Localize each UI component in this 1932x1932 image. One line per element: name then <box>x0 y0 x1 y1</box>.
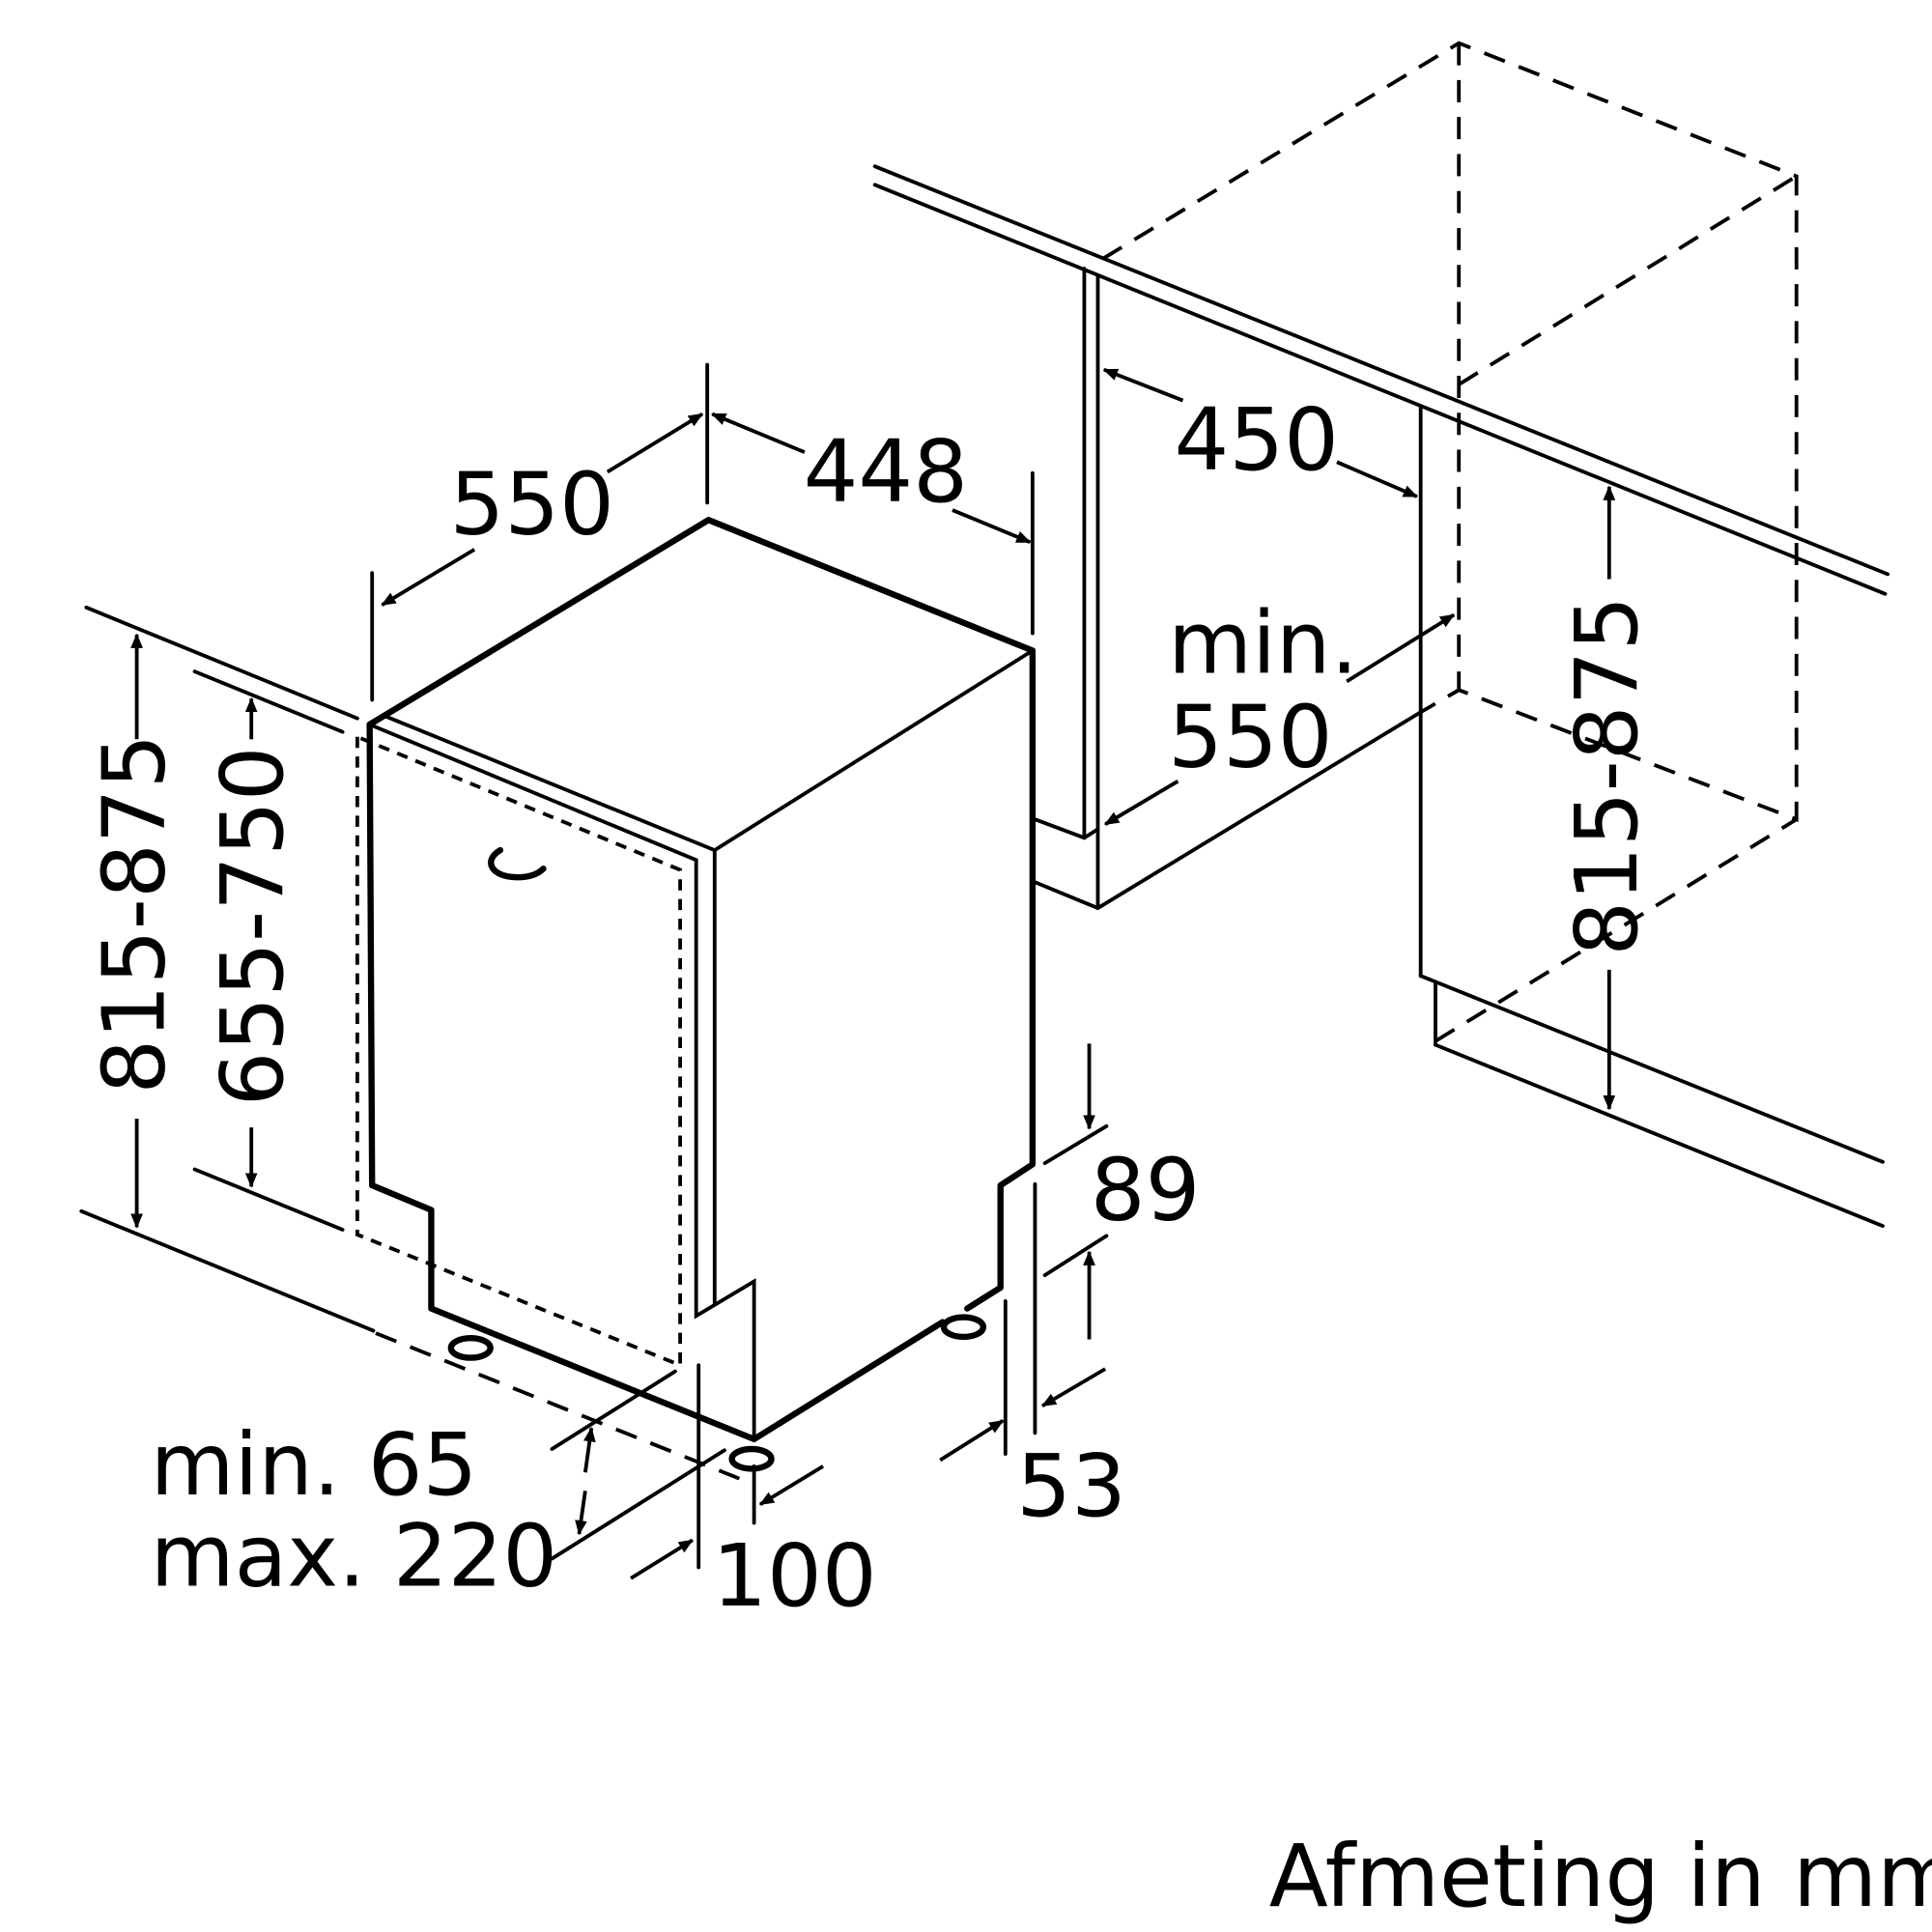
countertop <box>872 164 1889 1229</box>
adjacent-cabinet-outline <box>1101 41 1799 1043</box>
door-handle-icon <box>488 846 547 881</box>
foot-setback-label: 100 <box>712 1526 876 1627</box>
depth-label: 550 <box>450 454 614 554</box>
dimension-lines <box>79 362 1616 1580</box>
unit-label: Afmeting in mm <box>1269 1827 1932 1927</box>
niche-depth-label-line2: 550 <box>1168 687 1332 787</box>
dishwasher-body <box>355 517 1037 1481</box>
height-right-label: 815-875 <box>1557 596 1658 956</box>
width-label: 448 <box>804 422 968 523</box>
plinth-top-label: 89 <box>1091 1141 1201 1241</box>
height-left-label: 815-875 <box>85 734 185 1094</box>
foot-icon <box>447 1335 494 1361</box>
plinth-min-label: min. 65 <box>151 1415 478 1516</box>
niche-width-label: 450 <box>1175 390 1339 491</box>
plinth-max-label: max. 220 <box>151 1507 558 1607</box>
foot-icon <box>940 1314 987 1341</box>
foot-icon <box>728 1445 775 1472</box>
door-height-label: 655-750 <box>203 746 303 1106</box>
niche-depth-label-line1: min. <box>1168 593 1358 694</box>
side-gap-label: 53 <box>1016 1436 1126 1537</box>
